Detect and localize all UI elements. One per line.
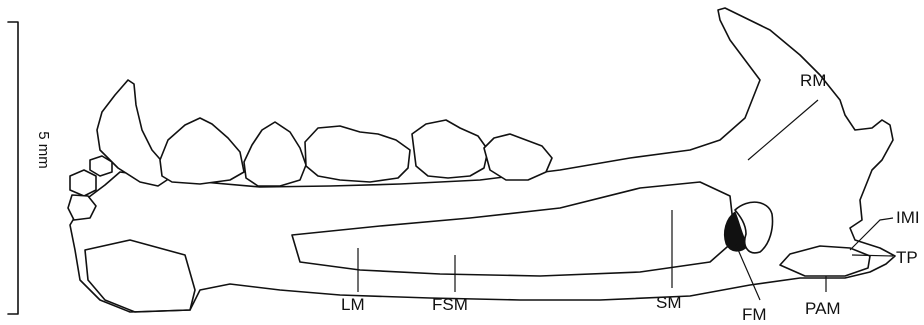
- molar-2: [412, 120, 488, 178]
- premolar-2: [244, 122, 306, 186]
- label-sm: SM: [656, 293, 682, 312]
- leader-tp: [852, 255, 893, 256]
- label-imi: IMI: [896, 208, 920, 227]
- label-fm: FM: [742, 305, 767, 324]
- molar-3: [484, 134, 552, 180]
- leader-rm: [748, 100, 818, 160]
- molar-1: [305, 126, 410, 182]
- label-rm: RM: [800, 71, 826, 90]
- teeth: [97, 80, 552, 186]
- label-lm: LM: [341, 295, 365, 314]
- incisor-stubs: [68, 156, 112, 220]
- premolar-1: [160, 118, 244, 184]
- label-pam: PAM: [805, 299, 841, 318]
- label-tp: TP: [896, 248, 918, 267]
- scale-bar: 5 mm: [8, 22, 52, 314]
- label-fsm: FSM: [432, 295, 468, 314]
- angular-process: [780, 246, 870, 276]
- scale-bar-label: 5 mm: [35, 131, 52, 169]
